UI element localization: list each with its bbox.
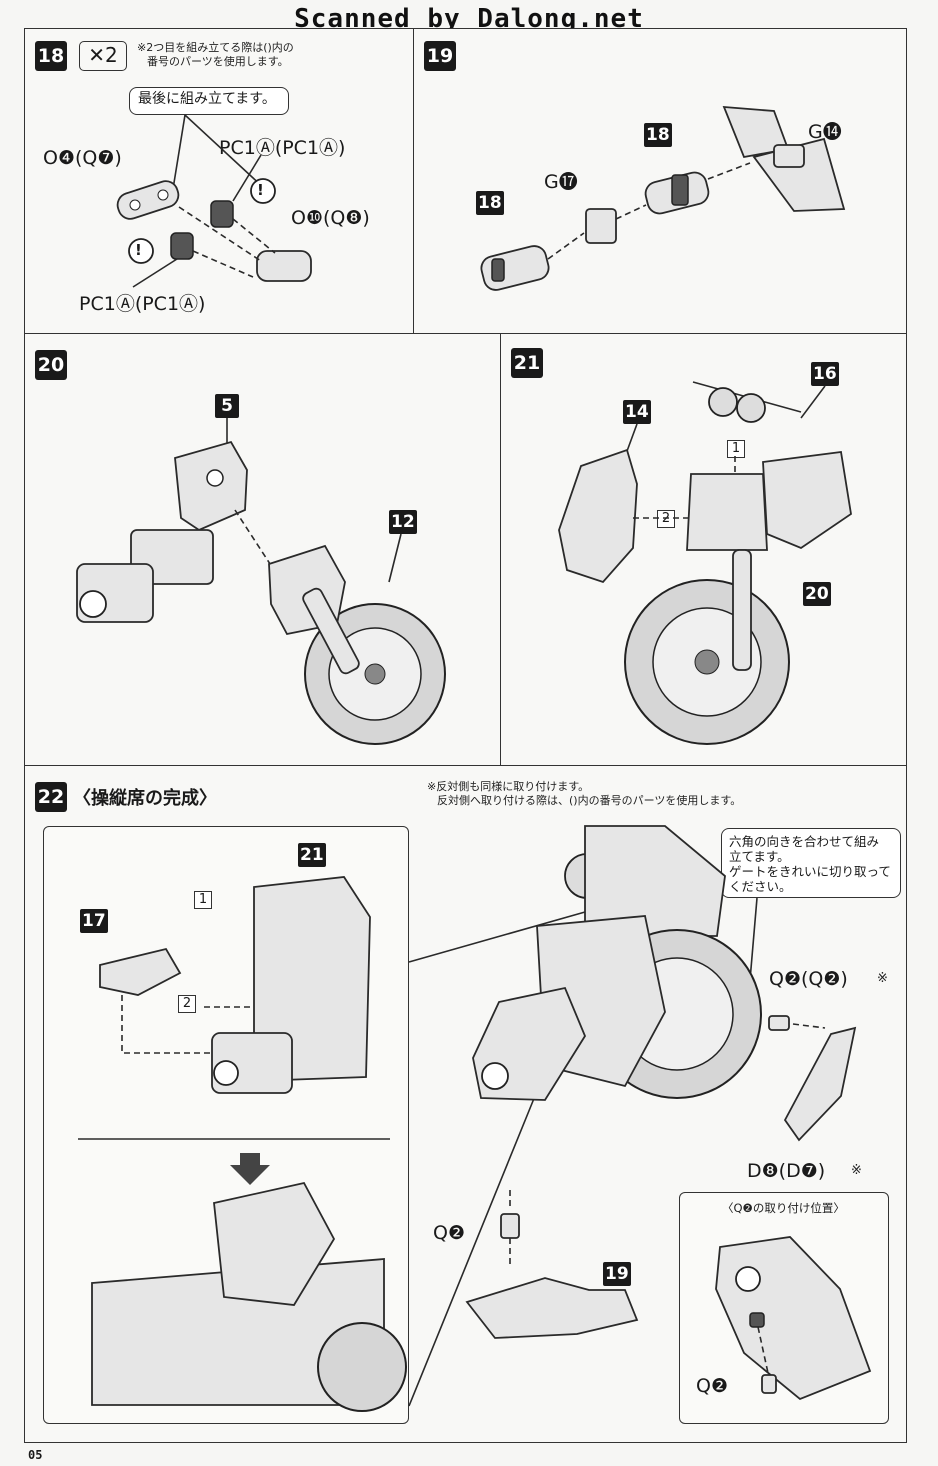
step-19-number: 19	[424, 41, 456, 71]
step-22-number: 22	[35, 782, 67, 812]
tag-19: 19	[603, 1262, 631, 1286]
step-22-callout: 六角の向きを合わせて組み 立てます。 ゲートをきれいに切り取って ください。	[721, 828, 901, 898]
sequence-2: 2	[178, 995, 196, 1013]
step-21-illustration	[558, 381, 852, 745]
inset-illustration	[715, 1236, 872, 1401]
tag-5: 5	[215, 394, 239, 418]
step-18-note-1: ※2つ目を組み立てる際は()内の	[137, 41, 294, 54]
label-q2-q2: Q❷(Q❷)	[769, 968, 848, 990]
tag-18-right: 18	[644, 123, 672, 147]
tag-14: 14	[623, 400, 651, 424]
label-o10: O❿(Q❽)	[291, 207, 370, 229]
step-18-panel: 18 ✕2 ※2つ目を組み立てる際は()内の 番号のパーツを使用します。 最後に…	[24, 28, 414, 334]
label-o4: O❹(Q❼)	[43, 147, 122, 169]
step-20-illustration	[76, 418, 446, 745]
callout-line-1: 六角の向きを合わせて組み	[729, 834, 880, 849]
label-g14: G⓮	[808, 121, 842, 143]
sequence-1: 1	[194, 891, 212, 909]
warning-icon: !	[257, 181, 264, 199]
label-q2-inset: Q❷	[696, 1375, 728, 1397]
step-22-title: 〈操縦席の完成〉	[73, 788, 217, 809]
label-pc1-bottom: PC1Ⓐ(PC1Ⓐ)	[79, 293, 206, 315]
step-22-detail-illustration	[78, 876, 407, 1412]
label-pc1-top: PC1Ⓐ(PC1Ⓐ)	[219, 137, 346, 159]
step-18-illustration	[116, 114, 312, 288]
step-21-number: 21	[511, 348, 543, 378]
inset-title: 〈Q❷の取り付け位置〉	[722, 1201, 845, 1215]
step-20-number: 20	[35, 350, 67, 380]
tag-18-left: 18	[476, 191, 504, 215]
step-18-callout: 最後に組み立てます。	[129, 87, 289, 115]
tag-21: 21	[298, 843, 326, 867]
label-q2-lower: Q❷	[433, 1222, 465, 1244]
step-18-number: 18	[35, 41, 67, 71]
step-22-detail-panel: 21 17 1 2	[43, 826, 409, 1424]
step-22-note-1: ※反対側も同様に取り付けます。	[427, 780, 590, 793]
callout-line-3: ゲートをきれいに切り取って	[729, 864, 891, 879]
sequence-1: 1	[727, 440, 745, 458]
step-19-panel: 19 18 18 G⓱ G⓮	[413, 28, 907, 334]
label-g17: G⓱	[544, 171, 578, 193]
step-21-panel: 21 14 16 20 1 2	[500, 333, 907, 766]
asterisk-mark: ※	[877, 971, 888, 986]
callout-line-4: ください。	[729, 879, 792, 894]
warning-icon: !	[135, 241, 142, 259]
step-22-main-illustration	[408, 825, 857, 1407]
multiplier-badge: ✕2	[79, 41, 127, 71]
step-19-illustration	[480, 105, 846, 291]
q2-position-inset: 〈Q❷の取り付け位置〉 Q❷	[679, 1192, 889, 1424]
tag-16: 16	[811, 362, 839, 386]
tag-12: 12	[389, 510, 417, 534]
page-number: 05	[28, 1448, 43, 1462]
step-18-note-2: 番号のパーツを使用します。	[147, 55, 289, 68]
asterisk-mark: ※	[851, 1163, 862, 1178]
tag-17: 17	[80, 909, 108, 933]
step-22-note-2: 反対側へ取り付ける際は、()内の番号のパーツを使用します。	[437, 794, 742, 807]
tag-20: 20	[803, 582, 831, 606]
step-22-panel: 22 〈操縦席の完成〉 ※反対側も同様に取り付けます。 反対側へ取り付ける際は、…	[24, 765, 907, 1443]
step-20-panel: 20 5 12	[24, 333, 501, 766]
label-d8-d7: D❽(D❼)	[747, 1160, 826, 1182]
callout-line-2: 立てます。	[729, 849, 790, 864]
